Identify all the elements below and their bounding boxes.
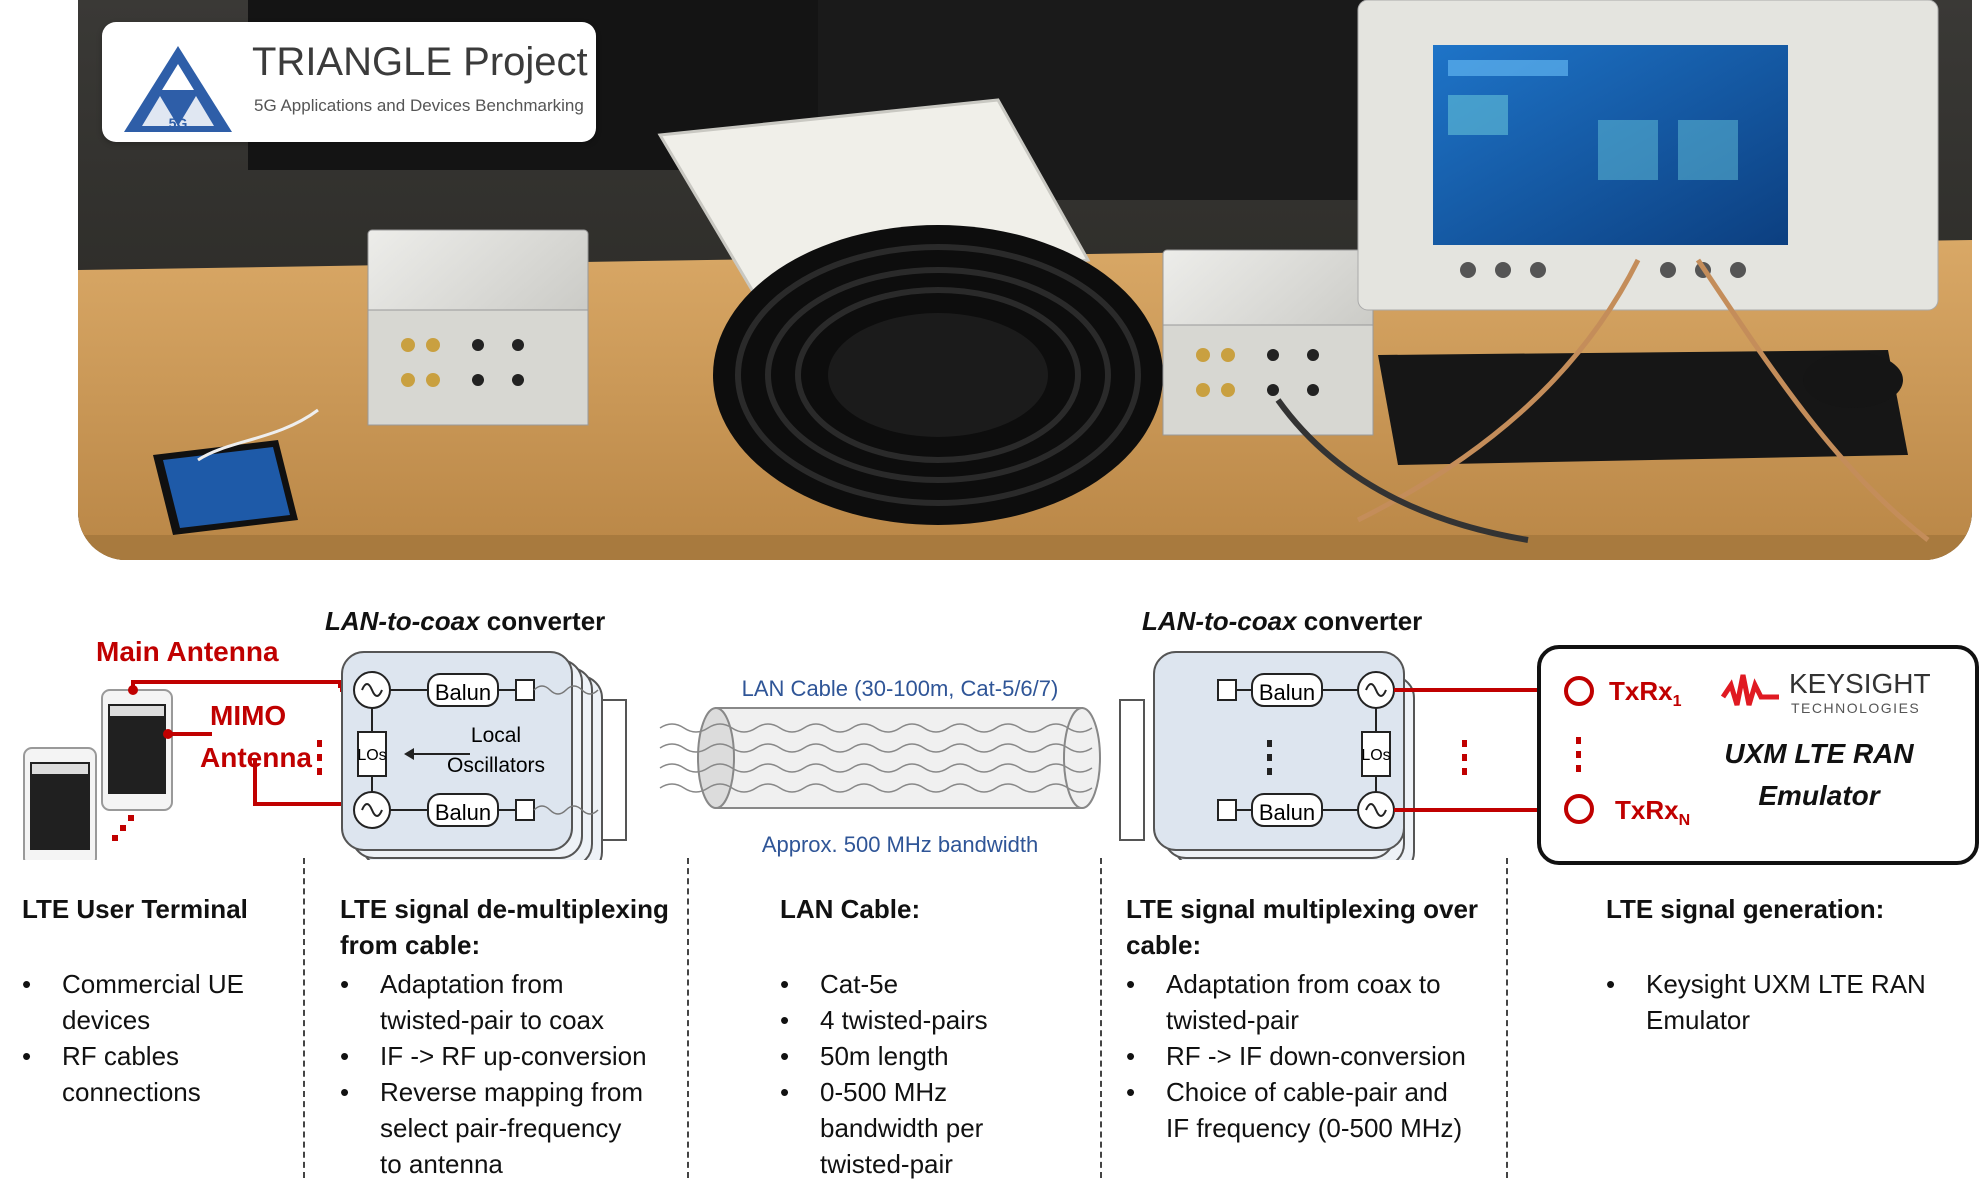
column-divider-2 [687,858,689,1178]
column-list: Cat-5e 4 twisted-pairs 50m length 0-500 … [780,966,1090,1182]
left-balun-top: Balun [435,680,491,705]
lan-cable-graphic: LAN Cable (30-100m, Cat-5/6/7) Approx. 5… [659,676,1101,857]
column-heading-line1: LTE signal multiplexing over [1126,894,1479,924]
lab-photo-illustration [78,0,1972,560]
keyboard [1378,350,1908,465]
signal-diagram: Balun Balun LOs Local Oscillators LAN Ca… [23,651,1558,860]
triangle-logo-icon: 5G [124,46,232,132]
column-heading-line1: LTE signal de-multiplexing [340,894,669,924]
lab-setup-photo [78,0,1972,560]
column-heading-line2: cable: [1126,930,1202,960]
left-converter: Balun Balun LOs Local Oscillators [341,651,627,860]
column-heading: LAN Cable: [780,894,921,924]
mimo-antenna-line2: Antenna [200,742,312,773]
column-heading: LTE signal generation: [1606,894,1885,924]
list-item: 4 twisted-pairs [780,1002,1090,1038]
emulator-ports: TxRx1 TxRxN KEYSIGHT TECHNOLOGIES UXM LT… [1564,668,1931,829]
local-oscillators-line1: Local [471,724,521,747]
list-item: Cat-5e [780,966,1090,1002]
ue-phone-back [23,747,97,860]
mouse [1803,352,1903,408]
column-heading-line2: from cable: [340,930,481,960]
keysight-sub: TECHNOLOGIES [1791,700,1920,716]
mimo-antenna-line1: MIMO [210,700,287,731]
column-divider-4 [1506,858,1508,1178]
right-balun-top: Balun [1259,680,1315,705]
right-converter: Balun Balun LOs [1119,651,1415,860]
keysight-wave-icon [1720,674,1779,706]
list-item: IF -> RF up-conversion [340,1038,680,1074]
column-divider-1 [303,858,305,1178]
main-antenna-label: Main Antenna [96,636,279,667]
right-los-label: LOs [1361,747,1390,764]
uxm-line2: Emulator [1758,780,1881,811]
logo-badge: 5G [169,115,188,131]
left-balun-bottom: Balun [435,800,491,825]
list-item: 50m length [780,1038,1090,1074]
right-balun-bottom: Balun [1259,800,1315,825]
local-oscillators-line2: Oscillators [447,754,545,777]
logo-title: TRIANGLE Project [252,40,588,84]
keysight-brand: KEYSIGHT [1789,668,1931,699]
txrx1-label: TxRx1 [1609,676,1682,710]
right-converter-title: LAN-to-coax converter [1142,606,1423,636]
left-converter-title: LAN-to-coax converter [325,606,606,636]
logo-subtitle: 5G Applications and Devices Benchmarking [254,96,584,115]
txrxn-label: TxRxN [1615,795,1690,829]
uxm-emulator-box: TxRx1 TxRxN KEYSIGHT TECHNOLOGIES UXM LT… [1537,645,1979,865]
triangle-logo-card: 5G TRIANGLE Project 5G Applications and … [102,22,596,142]
ue-phone-front [101,689,173,811]
uxm-line1: UXM LTE RAN [1724,738,1914,769]
left-los-label: LOs [357,747,386,764]
column-divider-3 [1100,858,1102,1178]
column-heading: LTE User Terminal [22,894,248,924]
lan-cable-label: LAN Cable (30-100m, Cat-5/6/7) [742,676,1059,701]
bandwidth-label: Approx. 500 MHz bandwidth [762,832,1038,857]
list-item: RF -> IF down-conversion [1126,1038,1496,1074]
